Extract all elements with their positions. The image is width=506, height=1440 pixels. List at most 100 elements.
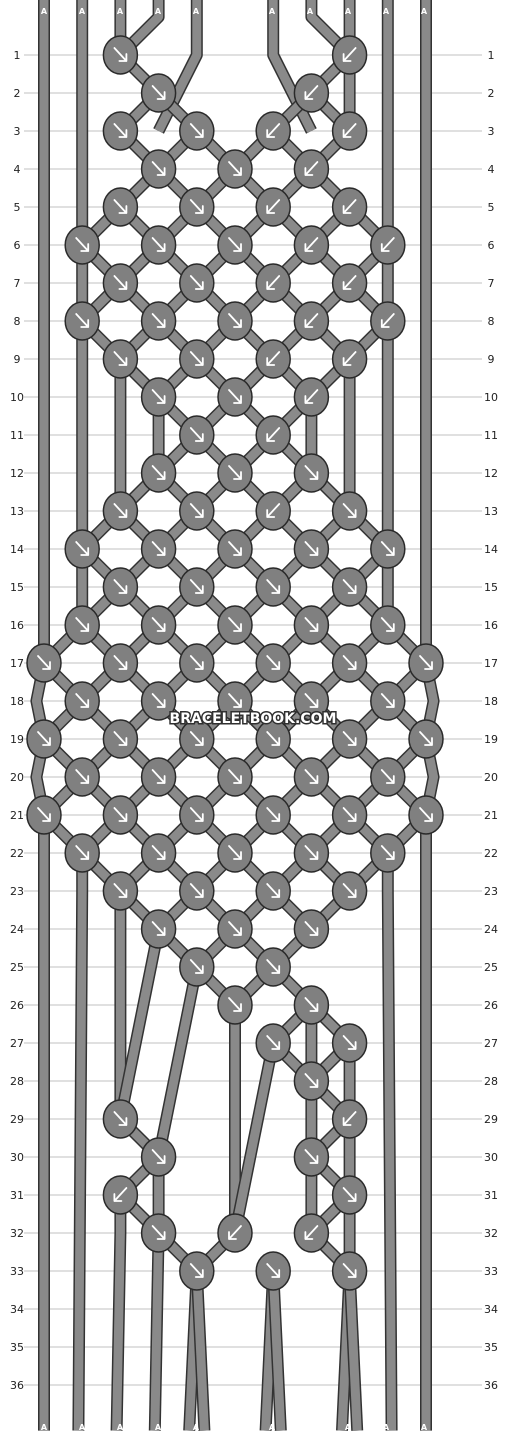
- row-label-left: 24: [10, 923, 24, 936]
- knot: [102, 1175, 139, 1215]
- arrow-down-left-icon: [304, 313, 319, 328]
- knot: [64, 225, 100, 265]
- row-label-right: 22: [484, 847, 498, 860]
- arrow-down-right-icon: [189, 731, 204, 746]
- knot: [293, 833, 330, 873]
- knot: [140, 833, 177, 873]
- knot: [255, 643, 291, 683]
- row-label-right: 14: [484, 543, 498, 556]
- strand: [192, 1270, 209, 1431]
- row-label-left: 11: [10, 429, 24, 442]
- knot: [179, 263, 215, 303]
- arrow-down-left-icon: [266, 427, 281, 442]
- row-label-left: 7: [14, 277, 21, 290]
- strand: [115, 928, 164, 1120]
- knot: [293, 909, 330, 949]
- row-lines: [24, 54, 482, 1386]
- strand-tag-top: A: [117, 7, 124, 16]
- arrow-down-right-icon: [151, 465, 166, 480]
- arrow-down-right-icon: [113, 655, 128, 670]
- arrow-down-right-icon: [113, 503, 128, 518]
- arrow-down-right-icon: [228, 465, 242, 480]
- knot: [179, 643, 215, 683]
- knot: [255, 719, 291, 759]
- arrow-down-left-icon: [342, 123, 357, 138]
- knot: [26, 643, 62, 683]
- knot: [331, 111, 368, 151]
- arrow-down-right-icon: [113, 807, 128, 822]
- row-label-right: 21: [484, 809, 498, 822]
- knot: [255, 339, 291, 379]
- arrow-down-right-icon: [189, 199, 204, 214]
- arrow-down-right-icon: [37, 731, 51, 746]
- row-label-left: 28: [10, 1075, 24, 1088]
- arrow-down-left-icon: [342, 199, 357, 214]
- strand-tag-top: A: [231, 7, 238, 16]
- knot: [140, 453, 177, 493]
- arrow-down-right-icon: [189, 579, 204, 594]
- knot: [102, 871, 139, 911]
- strand-tag-bottom: A: [193, 1423, 200, 1432]
- arrow-down-right-icon: [304, 921, 319, 936]
- arrow-down-right-icon: [228, 389, 242, 404]
- knot: [140, 73, 177, 113]
- knot: [293, 1137, 330, 1177]
- arrow-down-left-icon: [342, 1111, 357, 1126]
- arrow-down-right-icon: [419, 807, 433, 822]
- row-label-left: 21: [10, 809, 24, 822]
- knot: [293, 605, 330, 645]
- arrow-down-right-icon: [266, 959, 281, 974]
- row-label-left: 10: [10, 391, 24, 404]
- row-label-left: 9: [14, 353, 21, 366]
- knot: [102, 643, 139, 683]
- arrow-down-right-icon: [75, 845, 90, 860]
- strand-tag-bottom: A: [421, 1423, 428, 1432]
- arrow-down-right-icon: [228, 921, 242, 936]
- row-label-left: 12: [10, 467, 24, 480]
- knot: [331, 567, 368, 607]
- knot: [179, 491, 215, 531]
- knot: [293, 453, 330, 493]
- knot: [26, 719, 62, 759]
- strand: [154, 966, 202, 1158]
- strand-tag-top: A: [421, 7, 428, 16]
- arrow-down-right-icon: [380, 693, 395, 708]
- knot: [331, 1099, 368, 1139]
- strand: [112, 1195, 125, 1431]
- arrow-down-right-icon: [189, 655, 204, 670]
- row-label-left: 2: [14, 87, 21, 100]
- row-label-left: 35: [10, 1341, 24, 1354]
- arrow-down-left-icon: [266, 503, 281, 518]
- arrow-down-right-icon: [151, 161, 166, 176]
- arrow-down-right-icon: [304, 769, 319, 784]
- row-label-left: 25: [10, 961, 24, 974]
- knot: [179, 415, 215, 455]
- row-label-left: 20: [10, 771, 24, 784]
- row-label-left: 18: [10, 695, 24, 708]
- row-label-left: 27: [10, 1037, 24, 1050]
- arrow-down-right-icon: [380, 541, 395, 556]
- arrow-down-left-icon: [380, 237, 395, 252]
- row-label-right: 11: [484, 429, 498, 442]
- strand-tag-top: A: [383, 7, 390, 16]
- row-label-right: 10: [484, 391, 498, 404]
- arrow-down-right-icon: [342, 655, 357, 670]
- arrow-down-right-icon: [266, 807, 281, 822]
- arrow-down-right-icon: [75, 237, 90, 252]
- row-label-left: 23: [10, 885, 24, 898]
- arrow-down-right-icon: [304, 541, 319, 556]
- knot: [140, 301, 177, 341]
- arrow-down-right-icon: [419, 655, 433, 670]
- knot: [255, 415, 291, 455]
- strand-tag-bottom: A: [307, 1423, 314, 1432]
- knot: [217, 149, 253, 189]
- arrow-down-right-icon: [151, 617, 166, 632]
- knot: [140, 681, 177, 721]
- strand: [383, 853, 397, 1431]
- row-label-right: 17: [484, 657, 498, 670]
- knot: [370, 225, 406, 265]
- arrow-down-left-icon: [304, 1225, 319, 1240]
- knot: [217, 377, 253, 417]
- arrow-down-right-icon: [304, 465, 319, 480]
